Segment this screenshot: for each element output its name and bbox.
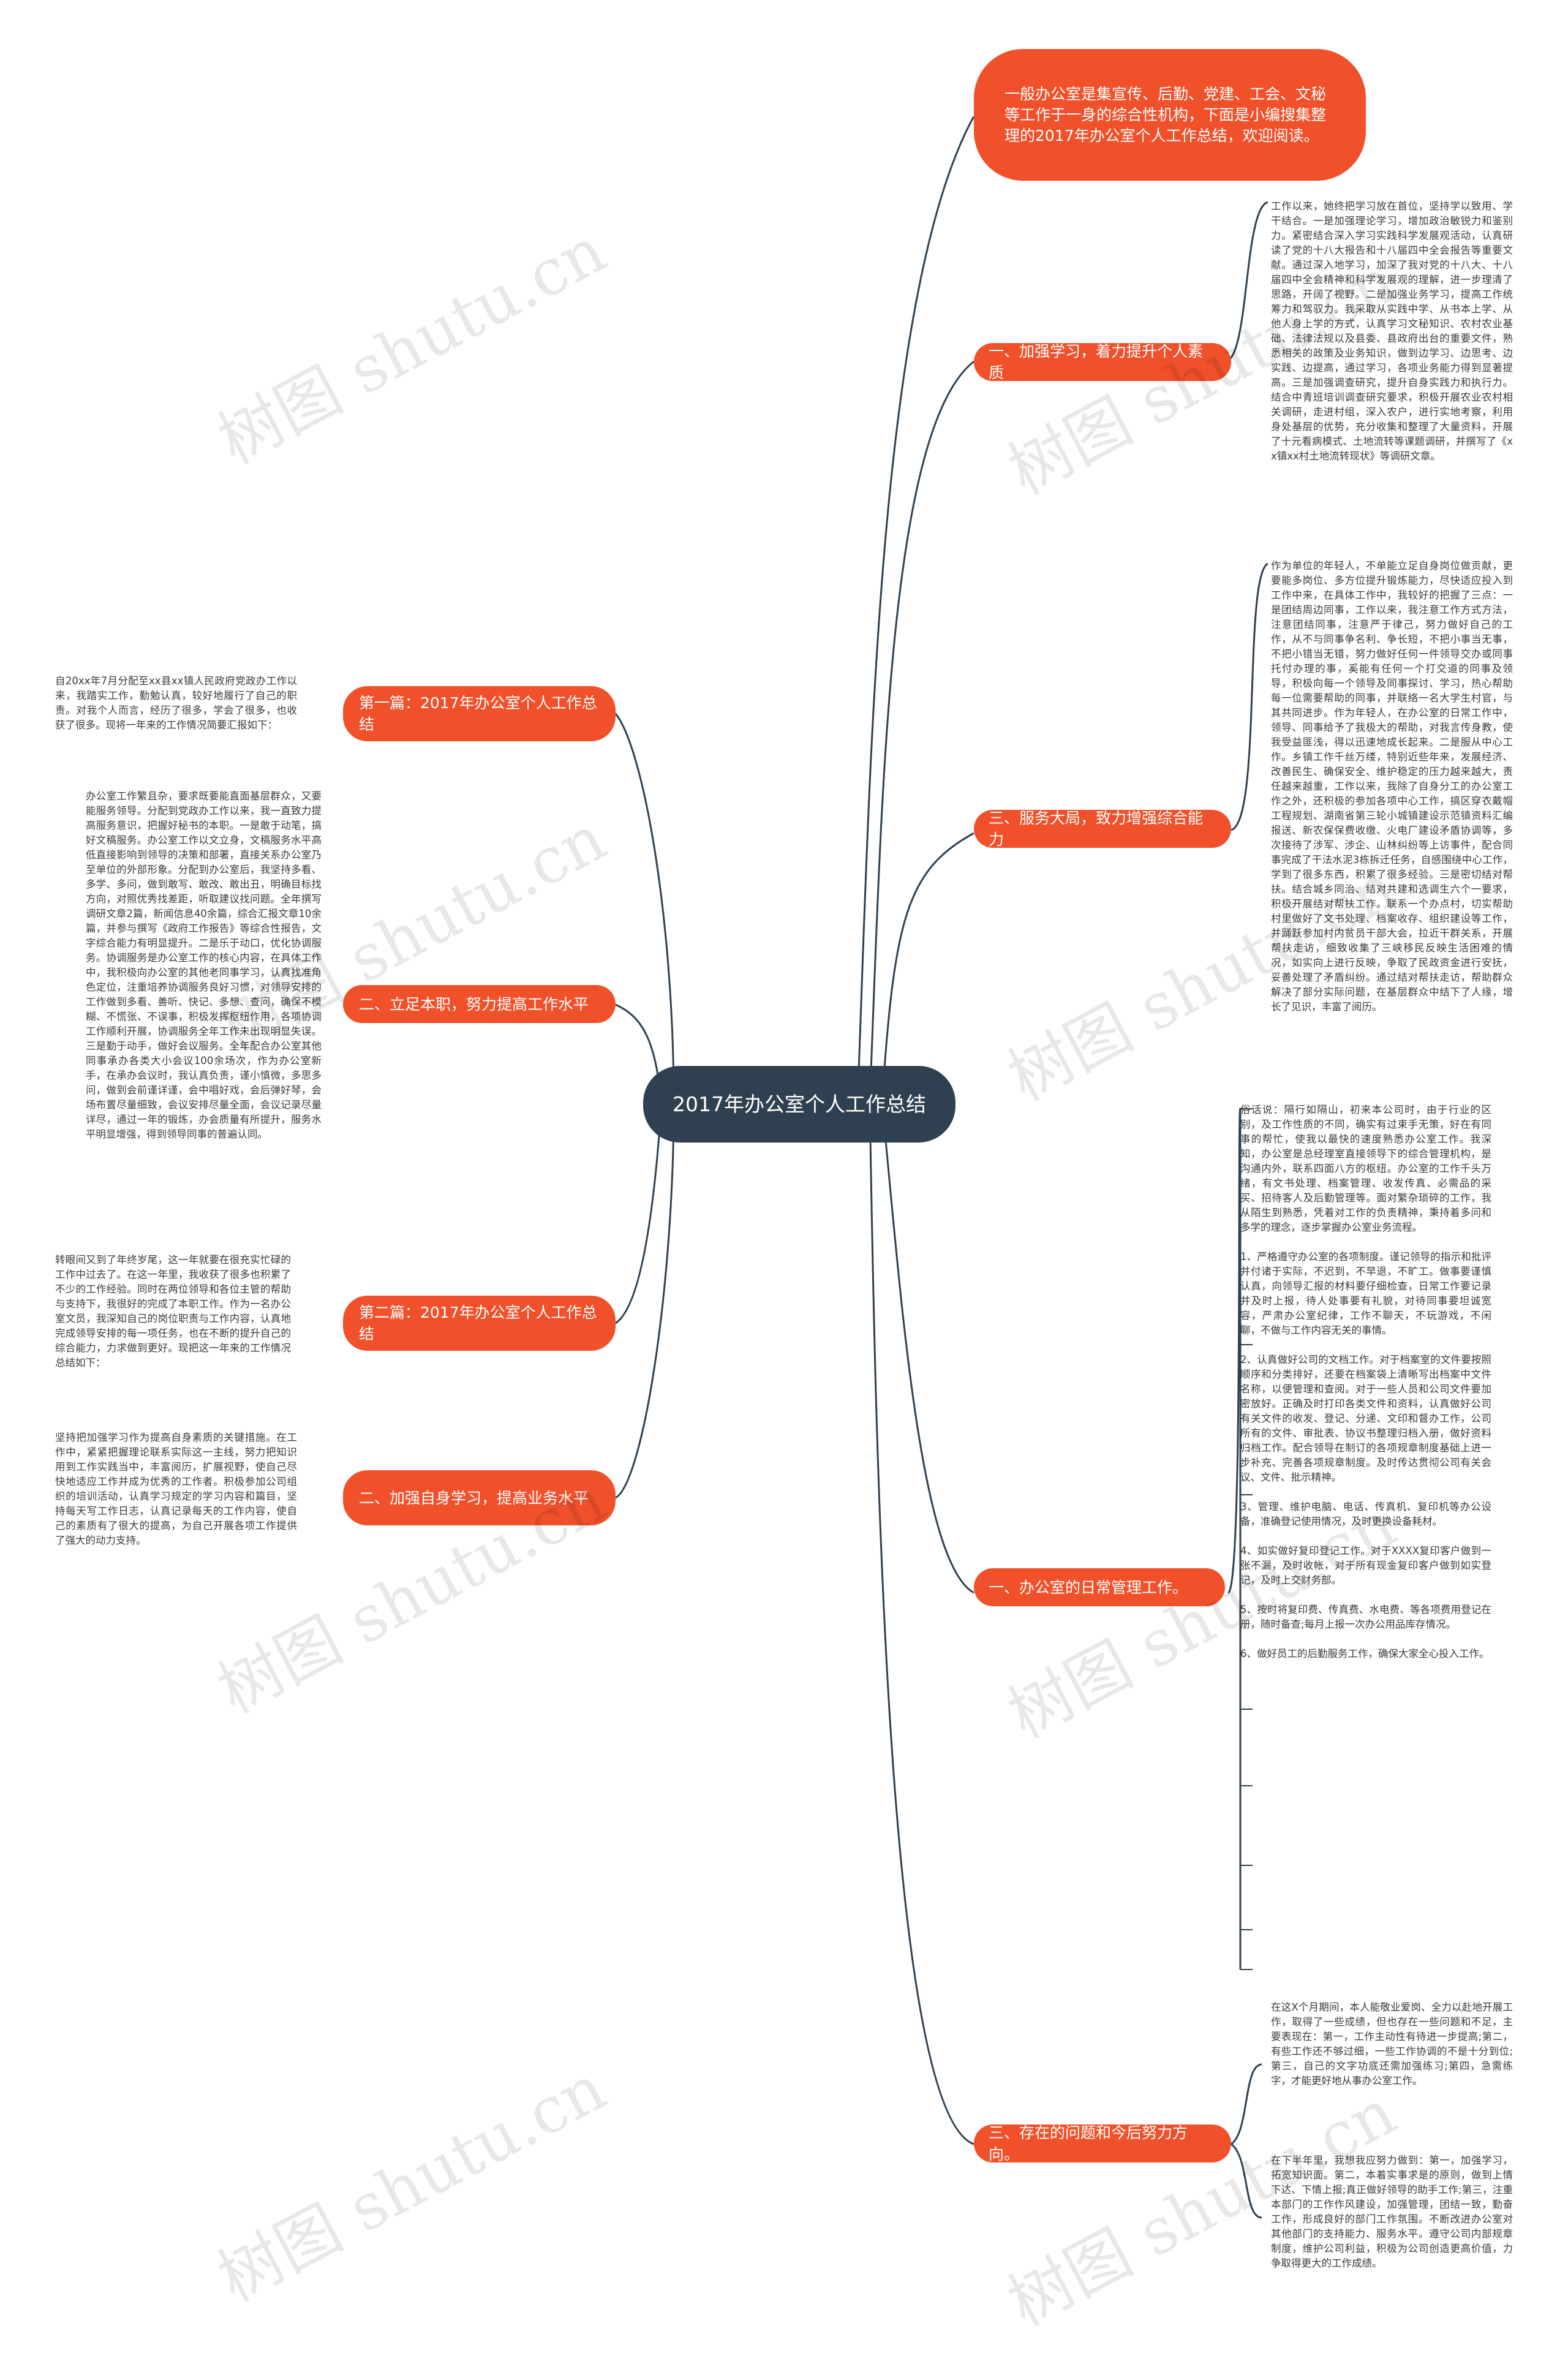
link-r2-text (1231, 562, 1268, 831)
branch-daily-management[interactable]: 一、办公室的日常管理工作。 (974, 1568, 1225, 1606)
branch-problems-direction[interactable]: 三、存在的问题和今后努力方向。 (974, 2124, 1231, 2163)
branch-strengthen-study[interactable]: 一、加强学习，着力提升个人素质 (974, 342, 1231, 382)
link-r4-text1 (1231, 2063, 1262, 2145)
text-next-half-year: 在下半年里，我想我应努力做到：第一，加强学习，拓宽知识面。第二，本着实事求是的原… (1271, 2155, 1513, 2269)
branch-serve-overall[interactable]: 三、服务大局，致力增强综合能力 (974, 809, 1231, 848)
link-center-r3 (881, 1102, 974, 1594)
link-center-intro (856, 116, 975, 1103)
link-center-r4 (869, 1102, 974, 2145)
link-r1-text (1224, 201, 1268, 363)
link-center-l3 (615, 1102, 663, 1324)
link-center-r2 (881, 832, 974, 1103)
intro-node[interactable]: 一般办公室是集宣传、后勤、党建、工会、文秘等工作于一身的综合性机构，下面是小编搜… (974, 49, 1366, 181)
text-focus-duty: 办公室工作繁且杂，要求既要能直面基层群众，又要能服务领导。分配到党政办工作以来，… (86, 790, 322, 1140)
link-center-l1 (614, 713, 675, 1103)
text-daily-management: 俗话说：隔行如隔山，初来本公司时，由于行业的区别，及工作性质的不同，确实有过束手… (1240, 1104, 1491, 1660)
branch-second-article[interactable]: 第二篇：2017年办公室个人工作总结 (343, 1296, 616, 1351)
link-center-l4 (615, 1102, 675, 1499)
link-center-r1 (869, 360, 974, 1103)
text-second-article: 转眼间又到了年终岁尾，这一年就要在很充实忙碌的工作中过去了。在这一年里，我收获了… (55, 1254, 291, 1369)
branch-first-article[interactable]: 第一篇：2017年办公室个人工作总结 (343, 686, 616, 741)
text-self-study: 坚持把加强学习作为提高自身素质的关键措施。在工作中，紧紧把握理论联系实际这一主线… (55, 1432, 297, 1546)
branch-self-study[interactable]: 二、加强自身学习，提高业务水平 (343, 1470, 616, 1525)
text-serve-overall: 作为单位的年轻人，不单能立足自身岗位做贡献，更要能多岗位、多方位提升锻炼能力，尽… (1271, 560, 1513, 1013)
text-first-article: 自20xx年7月分配至xx县xx镇人民政府党政办工作以来，我踏实工作，勤勉认真，… (55, 675, 297, 731)
central-topic[interactable]: 2017年办公室个人工作总结 (643, 1066, 956, 1143)
link-r4-text2 (1231, 2143, 1262, 2219)
text-strengthen-study: 工作以来，她终把学习放在首位，坚持学以致用、学干结合。一是加强理论学习，增加政治… (1271, 200, 1513, 462)
link-r3-bracket (1227, 1108, 1242, 1970)
text-problems: 在这X个月期间，本人能敬业爱岗、全力以赴地开展工作，取得了一些成绩，但也存在一些… (1271, 2001, 1513, 2087)
branch-focus-duty[interactable]: 二、立足本职，努力提高工作水平 (343, 985, 616, 1023)
